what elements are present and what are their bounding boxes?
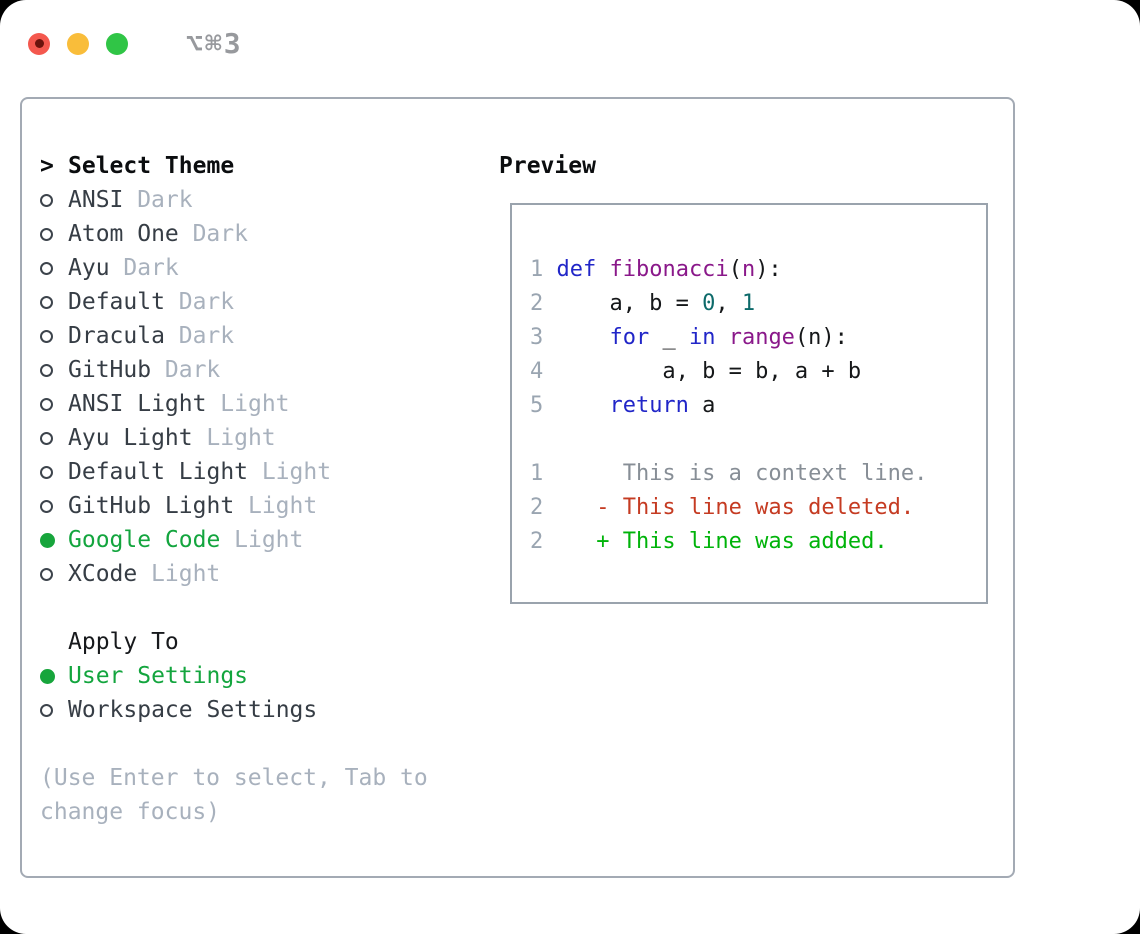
theme-option[interactable]: Google Code Light [40,523,480,557]
preview-title: Preview [499,153,596,179]
close-dot-icon [34,39,44,48]
code-text: for _ in range(n): [609,325,848,350]
radio-icon [40,261,53,275]
theme-option[interactable]: ANSI Light Light [40,387,480,421]
close-button[interactable] [28,32,50,55]
option-label: Default [68,289,165,315]
option-variant-tag: Light [261,459,332,485]
option-variant-tag: Light [151,561,221,587]
code-text: + This line was added. [556,529,888,554]
theme-option[interactable]: GitHub Dark [40,353,480,387]
option-variant-tag: Dark [178,323,235,349]
option-label: Google Code [68,527,221,553]
line-number: 1 [530,461,544,486]
code-line: 2 - This line was deleted. [530,491,986,525]
option-variant-tag: Dark [192,221,248,247]
radio-icon [40,567,53,581]
apply-to-option[interactable]: User Settings [40,659,480,693]
option-variant-tag: Dark [164,357,221,383]
code-line: 4 a, b = b, a + b [530,355,986,389]
radio-icon [40,499,53,513]
option-variant-tag: Light [220,391,290,417]
radio-icon [40,193,53,207]
radio-icon [40,397,53,411]
theme-option[interactable]: Default Light Light [40,455,480,489]
code-text: This is a context line. [556,461,928,486]
line-number: 4 [530,359,544,384]
theme-option[interactable]: Default Dark [40,285,480,319]
code-text: a, b = b, a + b [556,359,862,384]
option-label: Ayu Light [68,425,193,451]
maximize-button[interactable] [106,32,128,55]
code-line: 2 a, b = 0, 1 [530,287,986,321]
code-line: 1 This is a context line. [530,457,986,491]
option-variant-tag: Light [234,527,304,553]
code-line: 1 def fibonacci(n): [530,253,986,287]
option-label: Default Light [68,459,249,485]
window-title: ⌥⌘3 [186,27,243,60]
code-line [530,423,986,457]
option-label: GitHub Light [68,493,235,519]
option-label: Atom One [68,221,179,247]
option-variant-tag: Dark [123,255,179,281]
option-label: ANSI Light [68,391,207,417]
option-label: User Settings [68,663,249,689]
option-variant-tag: Light [206,425,276,451]
theme-option[interactable]: Ayu Light Light [40,421,480,455]
option-label: ANSI [68,187,124,213]
spacer [40,591,480,625]
theme-option[interactable]: XCode Light [40,557,480,591]
radio-icon [40,227,53,241]
code-text: return a [609,393,716,418]
line-number: 2 [530,529,544,554]
theme-list-title: Select Theme [68,153,235,179]
code-text: - This line was deleted. [556,495,915,520]
code-line: 3 for _ in range(n): [530,321,986,355]
line-number: 2 [530,495,544,520]
option-label: Ayu [68,255,110,281]
radio-icon [40,431,53,445]
theme-option[interactable]: Atom One Dark [40,217,480,251]
apply-to-option[interactable]: Workspace Settings [40,693,480,727]
code-text: a, b = 0, 1 [556,291,756,316]
code-line: 2 + This line was added. [530,525,986,559]
radio-icon [40,295,53,309]
line-number: 5 [530,393,544,418]
line-number: 3 [530,325,544,350]
option-label: XCode [68,561,138,587]
theme-option[interactable]: Ayu Dark [40,251,480,285]
line-number: 2 [530,291,544,316]
theme-option[interactable]: ANSI Dark [40,183,480,217]
radio-selected-icon [40,532,55,548]
option-label: GitHub [68,357,152,383]
minimize-button[interactable] [67,32,89,55]
line-number: 1 [530,257,544,282]
code-text: def fibonacci(n): [556,257,782,282]
radio-icon [40,465,53,479]
option-variant-tag: Dark [178,289,235,315]
help-text: (Use Enter to select, Tab to change focu… [40,765,428,825]
code-line: 5 return a [530,389,986,423]
apply-to-header: Apply To [68,629,179,655]
theme-list-header: > Select Theme [40,149,480,183]
option-label: Workspace Settings [68,697,318,723]
option-variant-tag: Light [247,493,318,519]
cursor-marker-icon: > [40,153,54,179]
radio-icon [40,329,53,343]
radio-icon [40,363,53,377]
theme-option[interactable]: GitHub Light Light [40,489,480,523]
theme-option[interactable]: Dracula Dark [40,319,480,353]
option-label: Dracula [68,323,165,349]
radio-selected-icon [40,668,55,684]
radio-icon [40,703,53,717]
titlebar: ⌥⌘3 [28,27,243,60]
option-variant-tag: Dark [137,187,193,213]
